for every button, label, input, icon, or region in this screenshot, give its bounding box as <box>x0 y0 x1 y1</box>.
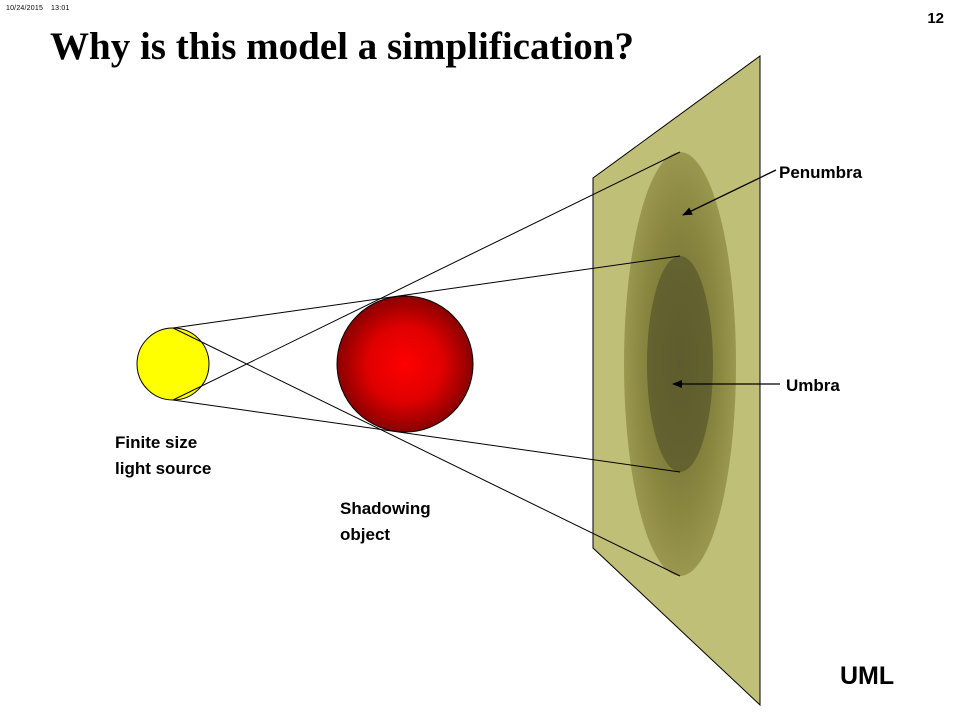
penumbra-label: Penumbra <box>779 163 863 182</box>
light-source <box>136 327 210 401</box>
ray-inner-bottom <box>172 399 681 473</box>
slide-title: Why is this model a simplification? <box>50 25 634 68</box>
time-text: 13:01 <box>51 5 70 12</box>
umbra-label: Umbra <box>786 376 840 395</box>
light-source-label: Finite size light source <box>115 433 212 478</box>
shadowing-object-label: Shadowing object <box>340 499 431 544</box>
penumbra-arrow <box>682 169 777 216</box>
page-number: 12 <box>927 10 944 27</box>
uml-mark: UML <box>840 662 895 690</box>
umbra-region <box>647 256 713 472</box>
shadowing-object <box>336 295 474 433</box>
date-text: 10/24/2015 <box>6 5 44 12</box>
ray-outer-bottom <box>172 327 681 577</box>
date-time-stamp: 10/24/2015 13:01 <box>6 5 78 12</box>
ray-inner-top <box>172 255 681 329</box>
ray-outer-top <box>172 151 681 401</box>
